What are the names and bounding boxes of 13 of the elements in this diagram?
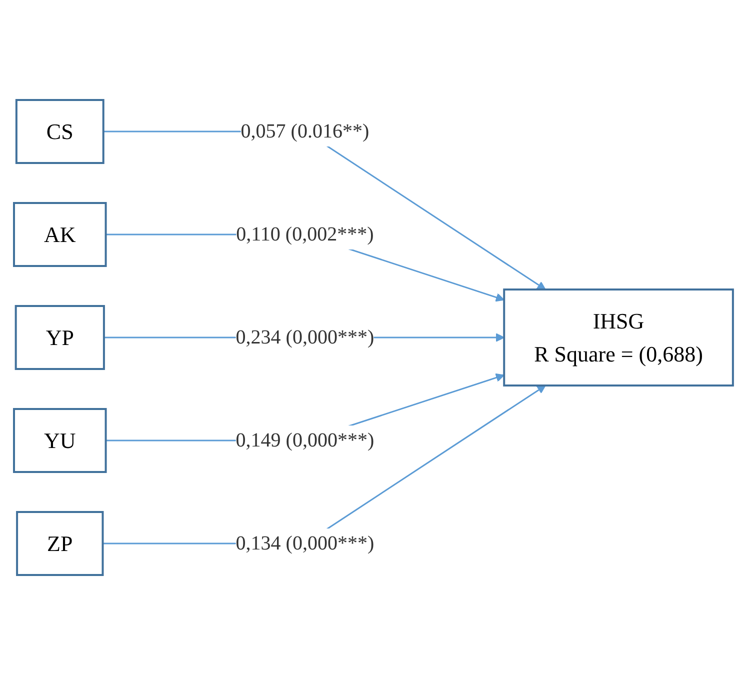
node-box: ZP	[16, 511, 104, 576]
edge-label: 0,110 (0,002***)	[236, 224, 374, 246]
node-box: YP	[14, 305, 105, 370]
node-box: CS	[15, 99, 104, 164]
arrow	[103, 130, 546, 290]
node-box: IHSG R Square = (0,688)	[503, 288, 734, 386]
arrow	[102, 385, 546, 544]
edge-label: 0,234 (0,000***)	[236, 326, 374, 348]
edge-label: 0,057 (0.016**)	[240, 120, 370, 142]
node-box: AK	[13, 202, 107, 267]
edge-label: 0,134 (0,000***)	[236, 532, 374, 554]
edge-label: 0,149 (0,000***)	[236, 430, 374, 452]
node-box: YU	[13, 408, 107, 473]
